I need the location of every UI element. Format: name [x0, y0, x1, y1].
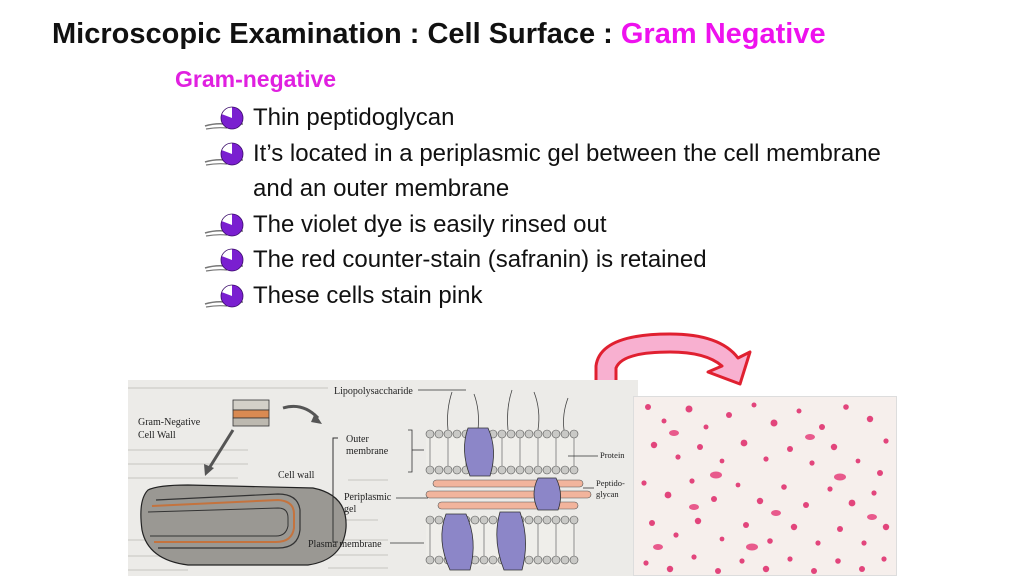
bullet-text: The violet dye is easily rinsed out — [253, 210, 607, 238]
bullet-sphere-icon — [204, 284, 244, 308]
bullet-text: Thin peptidoglycan — [253, 104, 455, 131]
bullet-sphere-icon — [204, 248, 244, 272]
peptidoglycan-layer — [425, 477, 592, 511]
rod-cell-illustration — [140, 484, 347, 566]
outer-membrane-layer — [425, 389, 579, 477]
plasma-membrane-layer — [425, 511, 579, 571]
label-cell-wall: Cell wall — [278, 470, 315, 481]
wall-section-block — [232, 399, 270, 427]
title-highlight: Gram Negative — [620, 18, 826, 50]
label-peptidoglycan-2: glycan — [596, 489, 619, 499]
bullet-text: It’s located in a periplasmic gel betwee… — [253, 139, 881, 203]
bullet-sphere-icon — [204, 213, 244, 237]
label-plasma-membrane: Plasma membrane — [308, 539, 382, 550]
bullet-text: The red counter-stain (safranin) is reta… — [253, 246, 707, 273]
label-peptidoglycan-1: Peptido- — [596, 478, 625, 488]
label-outer-membrane-1: Outer — [346, 434, 369, 445]
bullet-text: These cells stain pink — [253, 281, 483, 309]
slide-title: Microscopic Examination : Cell Surface :… — [52, 18, 826, 51]
bullet-item: It’s located in a periplasmic gel betwee… — [203, 136, 923, 207]
subheading: Gram-negative — [175, 66, 337, 92]
bullet-item: The violet dye is easily rinsed out — [203, 207, 923, 243]
label-periplasmic-2: gel — [344, 504, 356, 515]
bullet-sphere-icon — [204, 142, 244, 166]
label-lps: Lipopolysaccharide — [334, 386, 413, 397]
stained-cells-micrograph — [634, 397, 896, 575]
bullet-item: These cells stain pink — [203, 278, 923, 314]
bullet-item: Thin peptidoglycan — [203, 100, 923, 136]
curved-arrow-icon — [594, 332, 752, 386]
label-outer-membrane-2: membrane — [346, 446, 389, 457]
diagram-title-line1: Gram-Negative — [138, 417, 201, 428]
bullet-list: Thin peptidoglycan It’s located in a per… — [203, 100, 923, 313]
title-prefix: Microscopic Examination : Cell Surface : — [52, 18, 621, 50]
bullet-sphere-icon — [204, 106, 244, 130]
label-periplasmic-1: Periplasmic — [344, 492, 392, 503]
label-protein: Protein — [600, 450, 625, 460]
bullet-item: The red counter-stain (safranin) is reta… — [203, 242, 923, 278]
micrograph-image — [633, 396, 897, 576]
diagram-title-line2: Cell Wall — [138, 430, 176, 441]
cell-wall-diagram: Gram-Negative Cell Wall Lipopolysacchari… — [128, 380, 638, 576]
